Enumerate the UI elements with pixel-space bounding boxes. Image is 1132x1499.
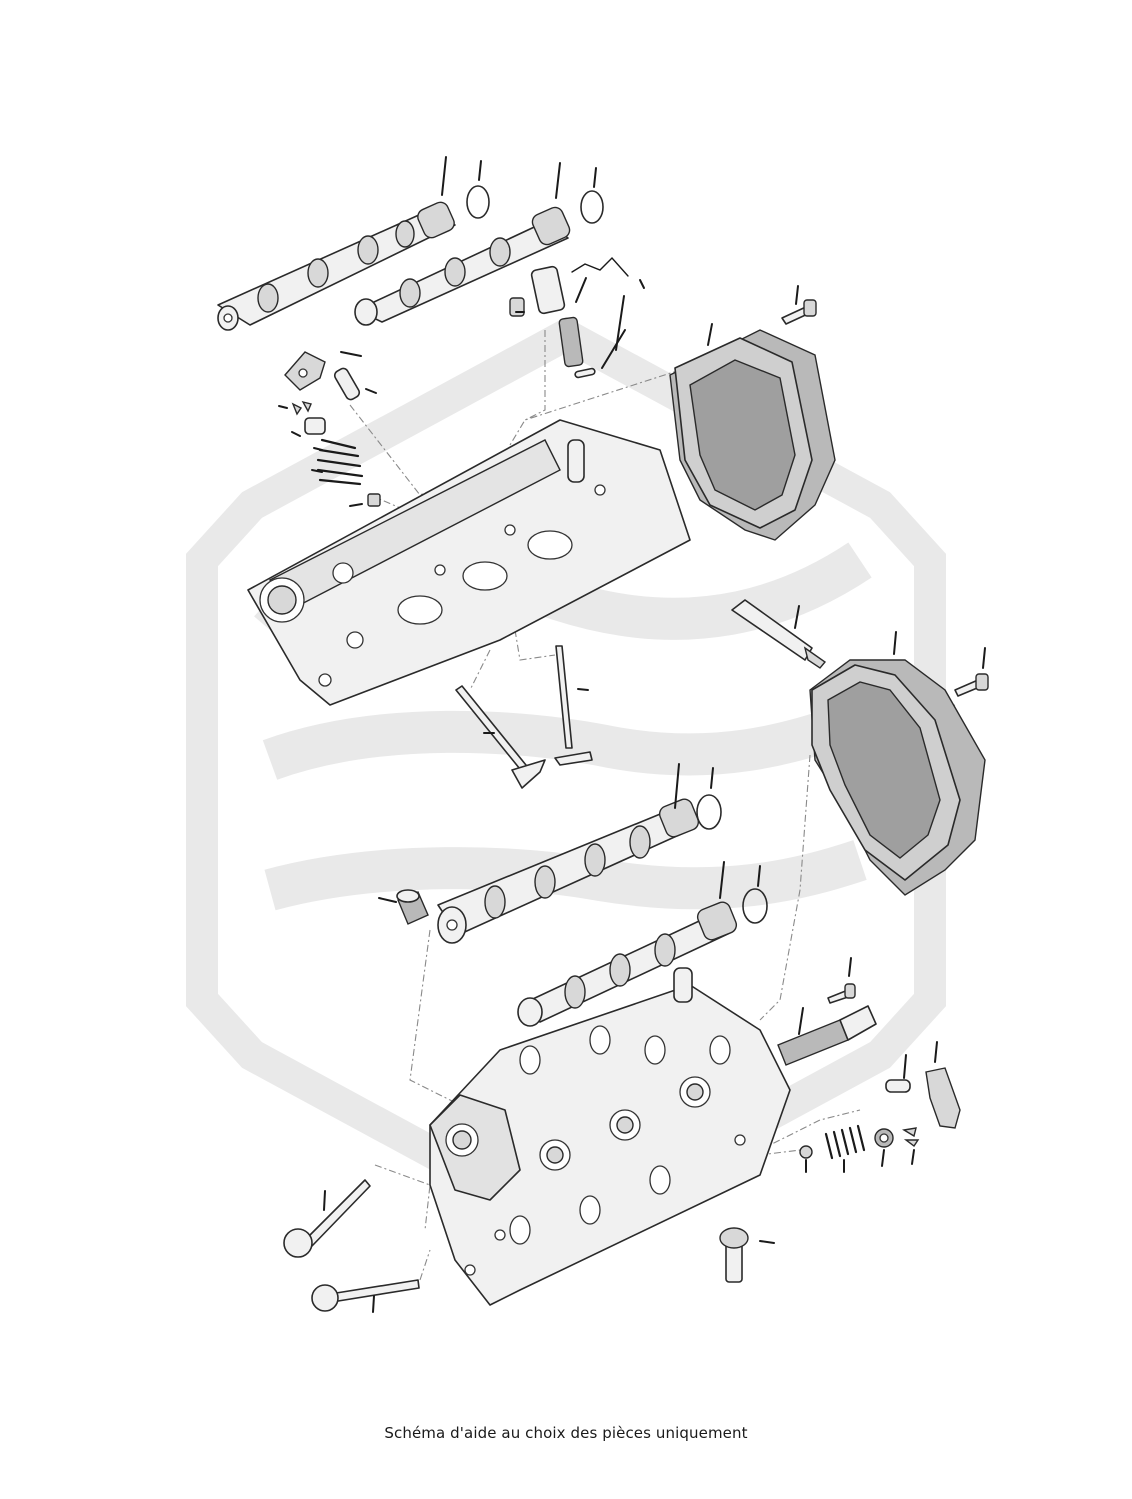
sealant-tube <box>731 599 827 669</box>
camshaft-solenoid-valve-lower <box>777 1005 877 1066</box>
valve-train-parts-lower <box>799 1067 961 1160</box>
valve-cover-lower <box>809 659 986 896</box>
cylinder-head-lower <box>429 967 791 1306</box>
spark-plug-tube <box>719 1227 749 1283</box>
exhaust-valve <box>554 645 593 766</box>
exhaust-valve-lower <box>311 1279 420 1312</box>
cylinder-head-upper <box>247 419 691 706</box>
bolt <box>781 299 817 325</box>
bolt <box>954 673 989 697</box>
diagram-caption: Schéma d'aide au choix des pièces unique… <box>384 1424 748 1442</box>
bolt <box>827 983 856 1004</box>
camshaft-solenoid-valve <box>509 256 629 379</box>
valve-train-parts-upper <box>284 351 381 507</box>
lower-camshaft-2 <box>517 888 768 1027</box>
lower-camshaft-1 <box>437 794 722 944</box>
intake-valve-lower <box>283 1179 371 1258</box>
upper-camshaft-2 <box>354 190 604 326</box>
hydraulic-lifter <box>396 889 429 925</box>
intake-valve <box>455 685 546 789</box>
upper-camshaft-1 <box>217 185 490 331</box>
valve-cover-upper <box>669 329 836 541</box>
reference-leader-lines <box>278 156 986 1313</box>
